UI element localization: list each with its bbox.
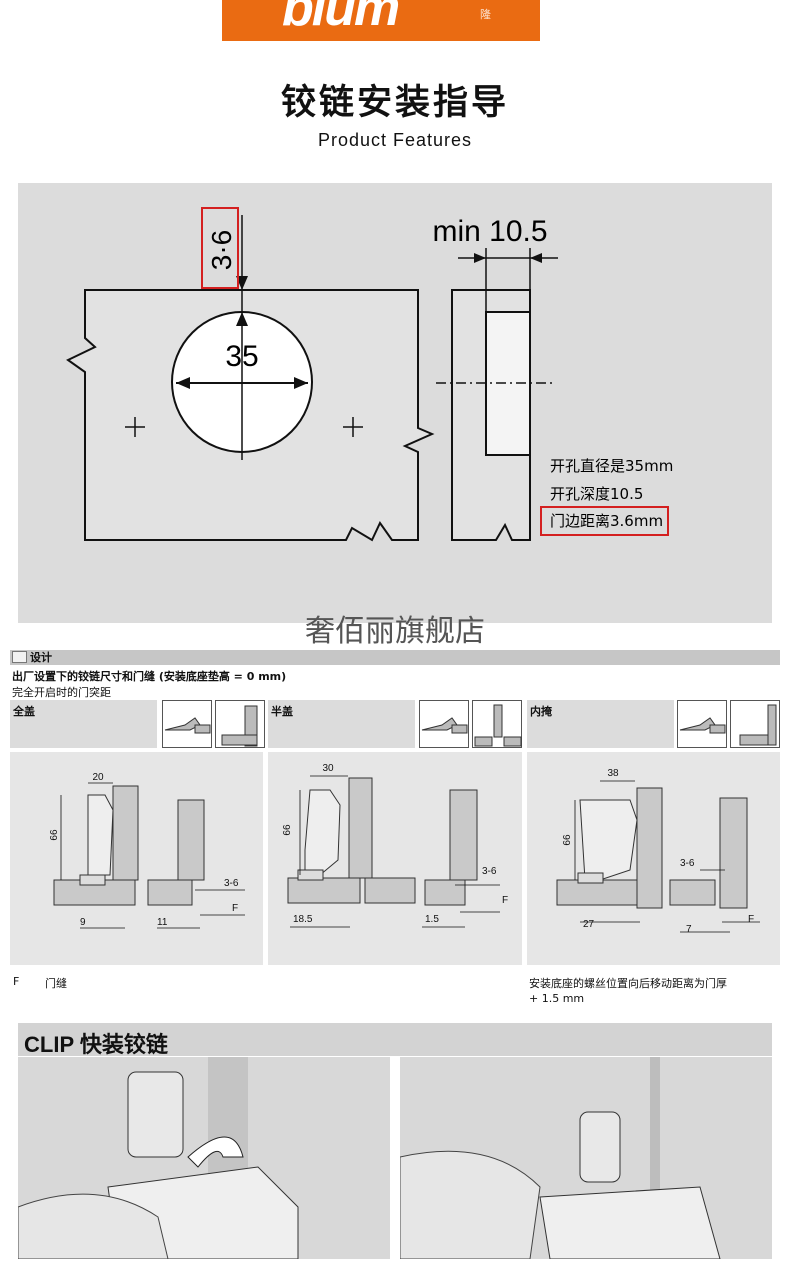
- offset-label-full: 9: [80, 917, 86, 928]
- col-label: 内掩: [530, 705, 552, 718]
- legend-key: F: [13, 975, 20, 988]
- screw-marks: [125, 417, 363, 437]
- design-section-label: 设计: [30, 651, 52, 664]
- gap-range-label-inset: 3-6: [680, 858, 695, 869]
- note-hole-diameter: 开孔直径是35mm: [550, 457, 673, 475]
- f-label-full: F: [232, 903, 238, 914]
- f-label-half: F: [502, 895, 508, 906]
- drilling-diagram: 35 3·6 min 10.5 开孔直径是35mm 开孔深度10.5 门边距离3…: [66, 207, 673, 542]
- height-label-half: 66: [282, 824, 293, 836]
- note-edge-distance: 门边距离3.6mm: [550, 512, 663, 530]
- f-label-inset: F: [748, 914, 754, 925]
- design-icon: [12, 651, 27, 663]
- width-label-full: 20: [92, 772, 104, 783]
- min-depth-label: min 10.5: [432, 215, 547, 248]
- height-label-full: 66: [49, 829, 60, 841]
- gap-range-label-full: 3-6: [224, 878, 239, 889]
- col-header-inset: 内掩: [527, 700, 674, 748]
- hinge-dimension-drawings: 20 66 9 11 3-6 F 30 66 18.5 1.5 3-6 F 38…: [49, 763, 760, 935]
- logo-text: blum: [282, 0, 400, 37]
- thumbnail-drawings: [164, 704, 777, 747]
- note-hole-depth: 开孔深度10.5: [550, 485, 643, 503]
- gap-range-label-half: 3-6: [482, 866, 497, 877]
- hinge-remove-illustration: [399, 1057, 721, 1260]
- edge-distance-label: 3·6: [206, 230, 237, 270]
- inset-note-2: + 1.5 mm: [529, 992, 585, 1005]
- design-section-bar: 设计: [10, 650, 780, 665]
- inset-note: 安装底座的螺丝位置向后移动距离为门厚: [529, 977, 727, 990]
- offset-label-inset: 27: [583, 919, 595, 930]
- hole-diameter-label: 35: [225, 340, 258, 373]
- col-label: 半盖: [271, 705, 293, 718]
- reveal-label-full: 11: [157, 917, 168, 928]
- col-header-half-overlay: 半盖: [268, 700, 415, 748]
- clip-install-photo-1: [17, 1057, 390, 1260]
- offset-label-half: 18.5: [293, 914, 313, 925]
- col-header-full-overlay: 全盖: [10, 700, 157, 748]
- hinge-install-illustration: [17, 1057, 299, 1260]
- col-label: 全盖: [13, 705, 35, 718]
- store-watermark: 奢佰丽旗舰店: [305, 614, 485, 649]
- height-label-inset: 66: [562, 834, 573, 846]
- design-subheading: 完全开启时的门突距: [12, 686, 111, 699]
- edge-note-highlight: [540, 506, 669, 536]
- reveal-label-inset: 7: [686, 924, 692, 935]
- clip-install-photo-2: [399, 1057, 772, 1260]
- width-label-inset: 38: [607, 768, 619, 779]
- clip-section-title: CLIP 快装铰链: [18, 1023, 772, 1057]
- edge-distance-highlight: [201, 207, 239, 289]
- design-heading: 出厂设置下的铰链尺寸和门缝 (安装底座垫高 = 0 mm): [12, 670, 287, 683]
- page-subtitle: Product Features: [317, 130, 473, 150]
- brand-logo: blum 隆: [222, 0, 540, 41]
- reveal-label-half: 1.5: [425, 914, 439, 925]
- logo-cn: 隆: [480, 8, 491, 21]
- legend-value: 门缝: [45, 977, 67, 990]
- width-label-half: 30: [322, 763, 334, 774]
- page-title: 铰链安装指导: [280, 83, 509, 123]
